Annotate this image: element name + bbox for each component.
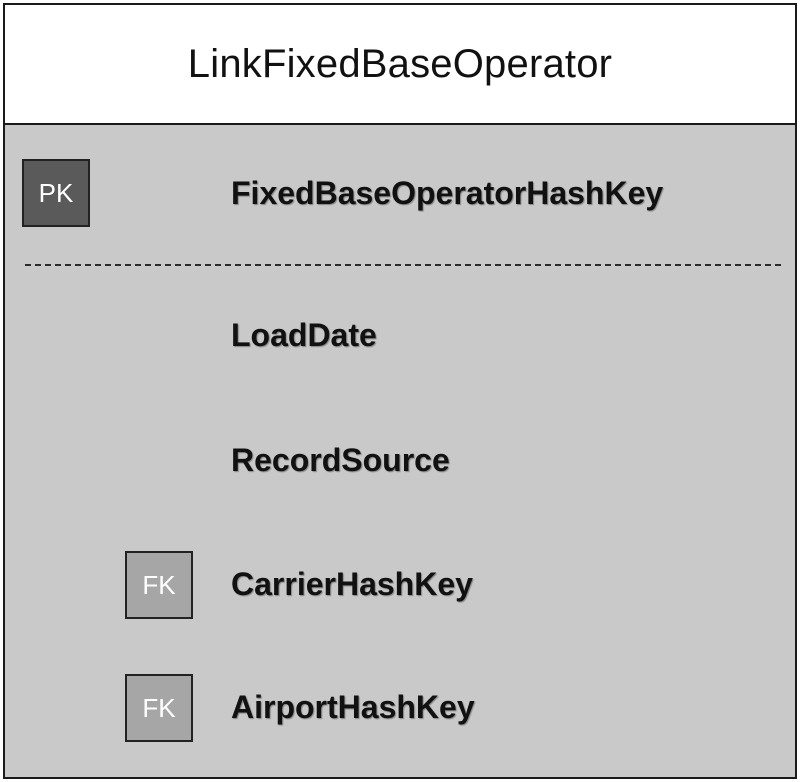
fk-badge-airport: FK bbox=[125, 674, 193, 742]
pk-attribute: FixedBaseOperatorHashKey bbox=[231, 175, 664, 211]
entity-header: LinkFixedBaseOperator bbox=[5, 5, 795, 125]
key-divider bbox=[25, 264, 781, 266]
entity-box: LinkFixedBaseOperator PK FixedBaseOperat… bbox=[3, 3, 797, 779]
fk-badge-carrier: FK bbox=[125, 551, 193, 619]
attribute-load-date: LoadDate bbox=[231, 317, 377, 353]
attribute-record-source: RecordSource bbox=[231, 442, 450, 478]
pk-badge: PK bbox=[22, 159, 90, 227]
entity-title: LinkFixedBaseOperator bbox=[187, 41, 613, 86]
attribute-carrier-hash-key: CarrierHashKey bbox=[231, 566, 473, 602]
attribute-airport-hash-key: AirportHashKey bbox=[231, 689, 475, 725]
